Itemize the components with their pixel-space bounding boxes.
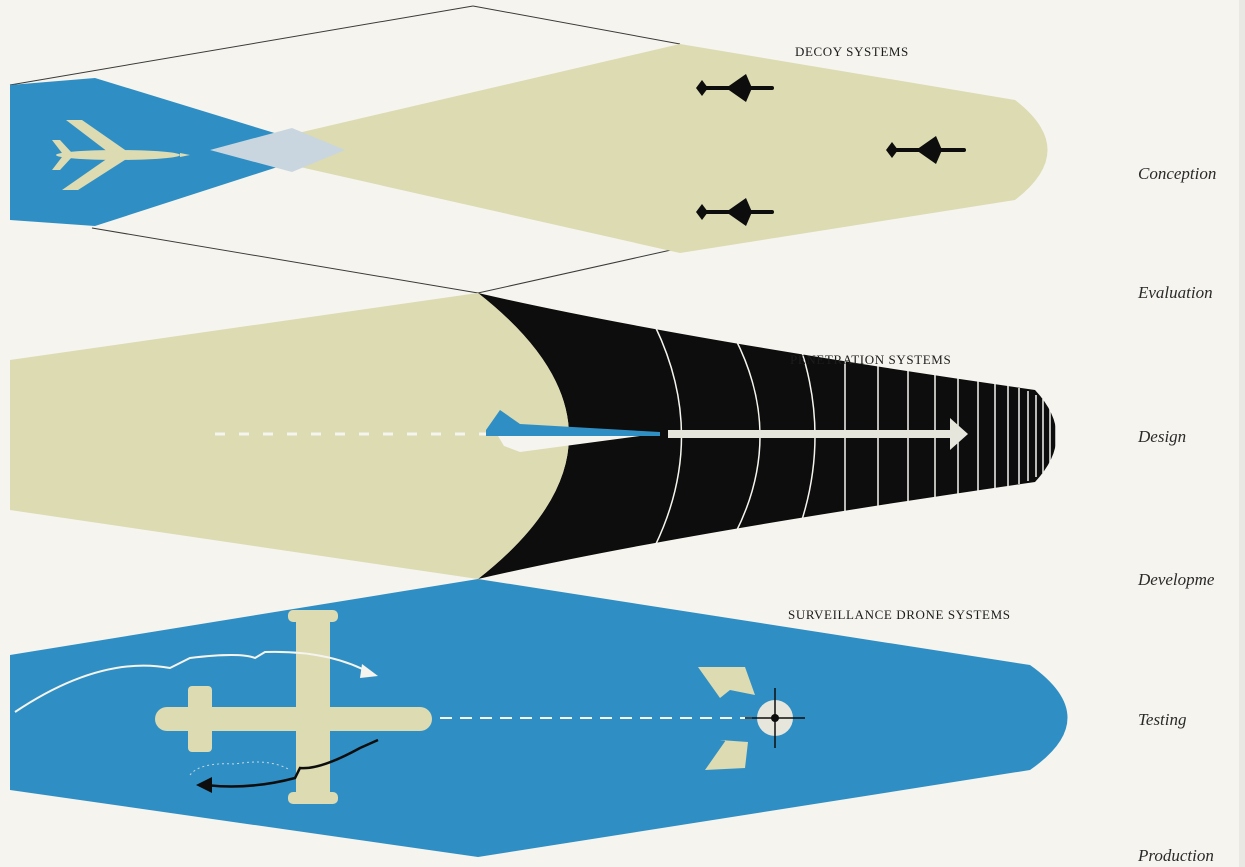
surveillance-drone-systems-title: SURVEILLANCE DRONE SYSTEMS [788,607,1011,622]
control-signal-arrow-head [360,664,378,678]
decoy-guide-line-bottom [91,227,479,294]
decoy-system-graphic [9,5,1048,294]
pointer-arrow-bottom [705,740,748,770]
control-signal-curve [14,650,373,713]
target-crosshair-icon [745,688,805,748]
drone-aircraft-icon [155,610,432,804]
stage-design: Design [1138,427,1187,446]
decoy-guide-line-top-right [472,5,681,45]
stage-testing: Testing [1138,710,1187,729]
penetration-khaki-shape [10,293,569,579]
stage-production: Production [1138,846,1214,865]
decoy-khaki-shape [225,44,1048,253]
decoy-missile-icon [696,198,774,226]
decoy-systems-title: DECOY SYSTEMS [795,44,909,59]
stage-evaluation: Evaluation [1138,283,1213,302]
decoy-guide-line-bottom-right [477,247,681,294]
decoy-guide-line-top [9,5,474,86]
shock-wave-lines [654,325,1057,547]
return-signal-arrow-head [196,777,212,793]
decoy-missile-icon [696,74,774,102]
stage-development: Developme [1138,570,1215,589]
surveillance-blue-shape [10,579,1068,857]
bomber-aircraft-icon [52,120,190,190]
stage-conception: Conception [1138,164,1217,183]
supersonic-aircraft-icon [486,410,660,452]
penetration-systems-title: PENETRATION SYSTEMS [790,352,952,367]
decoy-blue-wedge [10,78,330,226]
page-edge-strip [1239,0,1245,867]
flight-path-arrow-head [950,418,968,450]
pointer-arrow-top [698,667,755,698]
surveillance-system-graphic [10,579,1068,857]
decoy-pale-wedge [210,128,345,172]
penetration-system-graphic [10,293,1057,579]
dotted-trail [189,761,291,776]
return-signal-curve [204,738,379,788]
decoy-missile-icon [886,136,966,164]
